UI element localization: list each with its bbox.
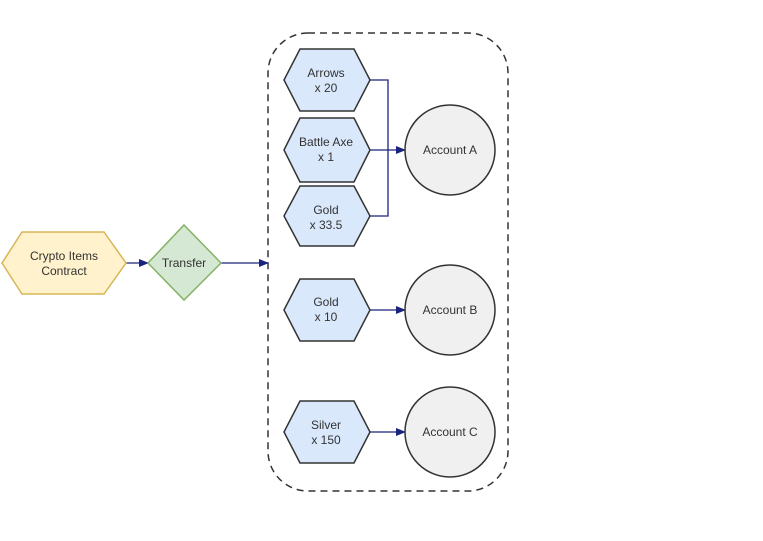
account-b-node[interactable]: Account B	[404, 264, 496, 356]
account-label: Account A	[423, 143, 477, 157]
transfer-label: Transfer	[162, 256, 206, 270]
item-quantity: x 1	[318, 150, 334, 164]
connector-arrows-to-account-a	[370, 79, 389, 150]
account-label: Account C	[422, 425, 478, 439]
item-hexagon-shape	[283, 185, 371, 247]
item-name: Silver	[311, 418, 341, 432]
transfer-diamond-shape	[146, 223, 223, 302]
item-name: Gold	[313, 295, 338, 309]
item-quantity: x 33.5	[310, 218, 343, 232]
item-node-gold-b[interactable]: Gold x 10	[283, 278, 371, 342]
account-label: Account B	[423, 303, 478, 317]
item-node-silver[interactable]: Silver x 150	[283, 400, 371, 464]
item-hexagon-shape	[283, 117, 371, 183]
crypto-items-contract-node[interactable]: Crypto Items Contract	[1, 231, 127, 295]
item-name: Arrows	[307, 66, 344, 80]
connector-gold-to-account-a	[370, 150, 389, 217]
item-hexagon-shape	[283, 278, 371, 342]
contract-hexagon-shape	[1, 231, 127, 295]
account-circle-shape	[404, 104, 496, 196]
item-node-arrows[interactable]: Arrows x 20	[283, 48, 371, 112]
account-a-node[interactable]: Account A	[404, 104, 496, 196]
contract-label-line1: Crypto Items	[30, 249, 98, 263]
item-quantity: x 150	[311, 433, 341, 447]
account-circle-shape	[404, 386, 496, 478]
item-quantity: x 20	[315, 81, 338, 95]
account-circle-shape	[404, 264, 496, 356]
item-name: Gold	[313, 203, 338, 217]
item-node-gold-a[interactable]: Gold x 33.5	[283, 185, 371, 247]
contract-label-line2: Contract	[41, 264, 87, 278]
item-node-battle-axe[interactable]: Battle Axe x 1	[283, 117, 371, 183]
item-name: Battle Axe	[299, 135, 353, 149]
item-hexagon-shape	[283, 48, 371, 112]
transfer-node[interactable]: Transfer	[146, 223, 223, 302]
account-c-node[interactable]: Account C	[404, 386, 496, 478]
items-group-container	[267, 32, 509, 492]
connectors	[126, 79, 406, 436]
item-quantity: x 10	[315, 310, 338, 324]
item-hexagon-shape	[283, 400, 371, 464]
